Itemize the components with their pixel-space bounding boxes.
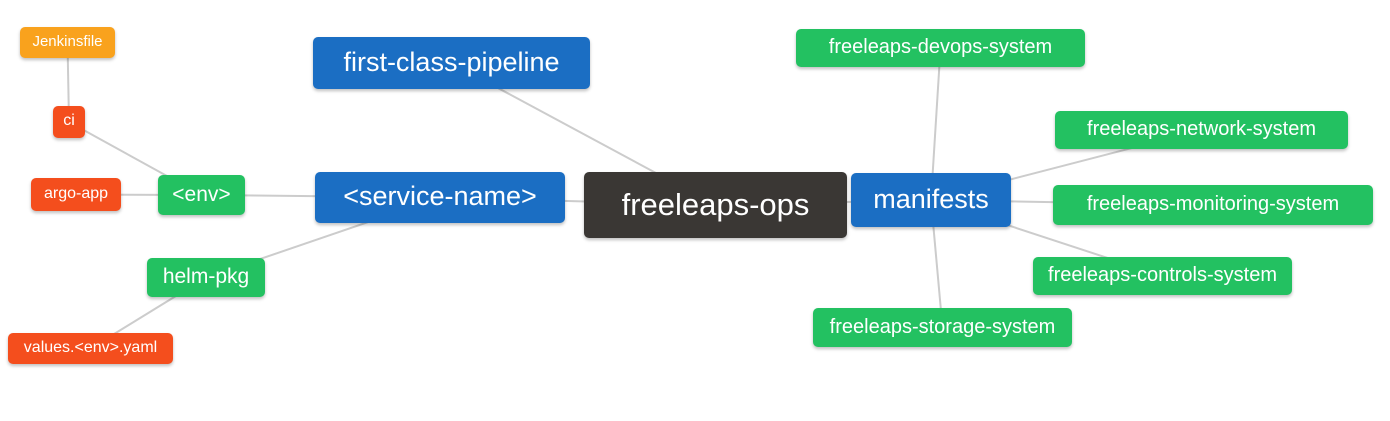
node-label: freeleaps-network-system <box>1087 118 1316 140</box>
mindmap-node-service-name[interactable]: <service-name> <box>315 172 565 223</box>
mindmap-node-ci[interactable]: ci <box>53 106 85 138</box>
node-label: freeleaps-ops <box>621 186 810 222</box>
mindmap-node-devops-system[interactable]: freeleaps-devops-system <box>796 29 1085 67</box>
mindmap-node-storage-system[interactable]: freeleaps-storage-system <box>813 308 1072 347</box>
node-label: freeleaps-monitoring-system <box>1086 193 1340 215</box>
node-label: freeleaps-devops-system <box>828 36 1053 58</box>
mindmap-node-root[interactable]: freeleaps-ops <box>584 172 847 238</box>
node-label: ci <box>63 112 75 129</box>
node-label: Jenkinsfile <box>32 33 103 50</box>
node-label: freeleaps-controls-system <box>1048 264 1277 286</box>
node-label: values.<env>.yaml <box>23 338 158 356</box>
node-label: argo-app <box>43 184 109 202</box>
mindmap-node-manifests[interactable]: manifests <box>851 173 1011 227</box>
node-label: <service-name> <box>343 181 537 211</box>
mindmap-node-controls-system[interactable]: freeleaps-controls-system <box>1033 257 1292 295</box>
mindmap-node-env[interactable]: <env> <box>158 175 245 215</box>
mindmap-node-values-env-yaml[interactable]: values.<env>.yaml <box>8 333 173 364</box>
mindmap-node-first-class-pipeline[interactable]: first-class-pipeline <box>313 37 590 89</box>
node-label: first-class-pipeline <box>343 46 560 77</box>
node-label: freeleaps-storage-system <box>829 315 1056 338</box>
node-label: manifests <box>873 183 989 214</box>
mindmap-node-monitoring-system[interactable]: freeleaps-monitoring-system <box>1053 185 1373 225</box>
mindmap-node-jenkinsfile[interactable]: Jenkinsfile <box>20 27 115 58</box>
mindmap-node-argo-app[interactable]: argo-app <box>31 178 121 211</box>
node-label: <env> <box>172 182 231 206</box>
mindmap-node-network-system[interactable]: freeleaps-network-system <box>1055 111 1348 149</box>
mindmap-node-helm-pkg[interactable]: helm-pkg <box>147 258 265 297</box>
node-label: helm-pkg <box>162 265 250 288</box>
